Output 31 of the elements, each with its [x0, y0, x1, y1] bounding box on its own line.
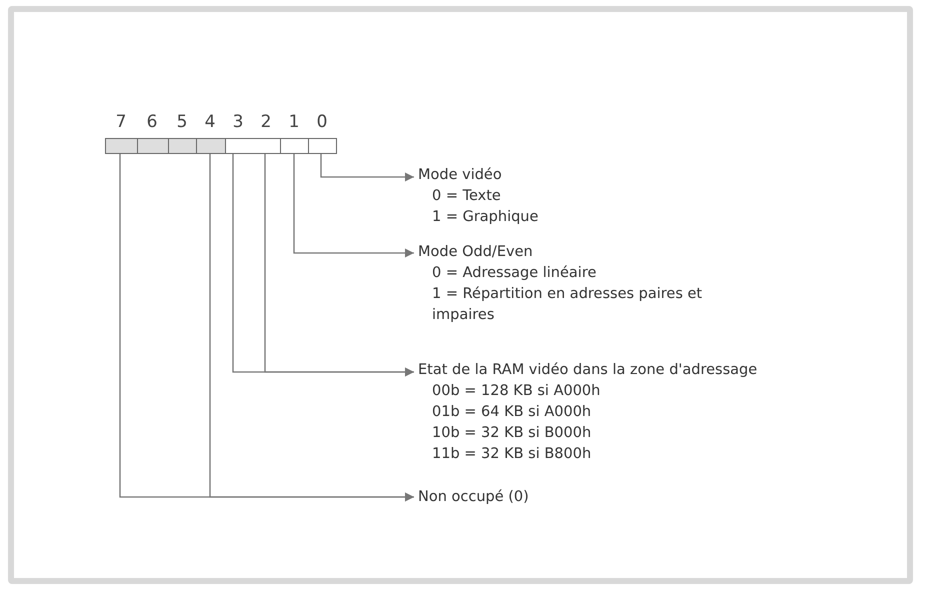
bit-cell	[196, 138, 226, 154]
bit-number: 2	[260, 112, 272, 132]
value-description: 0 = Texte	[431, 187, 502, 206]
arrow	[320, 154, 414, 182]
field-name: Mode vidéo	[418, 166, 503, 185]
arrow	[209, 154, 414, 502]
value-description: 0 = Adressage linéaire	[431, 264, 598, 283]
arrow	[264, 154, 414, 376]
arrow	[293, 154, 414, 258]
bit-number: 6	[146, 112, 158, 132]
bit-number: 3	[232, 112, 244, 132]
bit-number: 1	[288, 112, 300, 132]
bit-cell	[137, 138, 170, 154]
bit-field-cell	[225, 138, 282, 154]
value-description: 1 = Répartition en adresses paires et impaires	[431, 285, 704, 325]
bit-number: 7	[116, 112, 126, 132]
bit-cell	[168, 138, 198, 154]
value-description: 00b = 128 KB si A000h	[431, 382, 602, 401]
bit-number: 4	[204, 112, 216, 132]
bit-cell	[280, 138, 310, 154]
bit-cell	[308, 138, 336, 154]
bit-cell	[105, 138, 138, 154]
field-name: Mode Odd/Even	[418, 243, 534, 262]
bit-number: 5	[176, 112, 188, 132]
field-name: Non occupé (0)	[418, 488, 530, 507]
field-name: Etat de la RAM vidéo dans la zone d'adressage	[418, 361, 758, 380]
value-description: 01b = 64 KB si A000h	[431, 403, 592, 422]
bit-number: 0	[316, 112, 328, 132]
value-description: 10b = 32 KB si B000h	[431, 424, 592, 443]
value-description: 1 = Graphique	[431, 208, 540, 227]
value-description: 11b = 32 KB si B800h	[431, 445, 592, 464]
